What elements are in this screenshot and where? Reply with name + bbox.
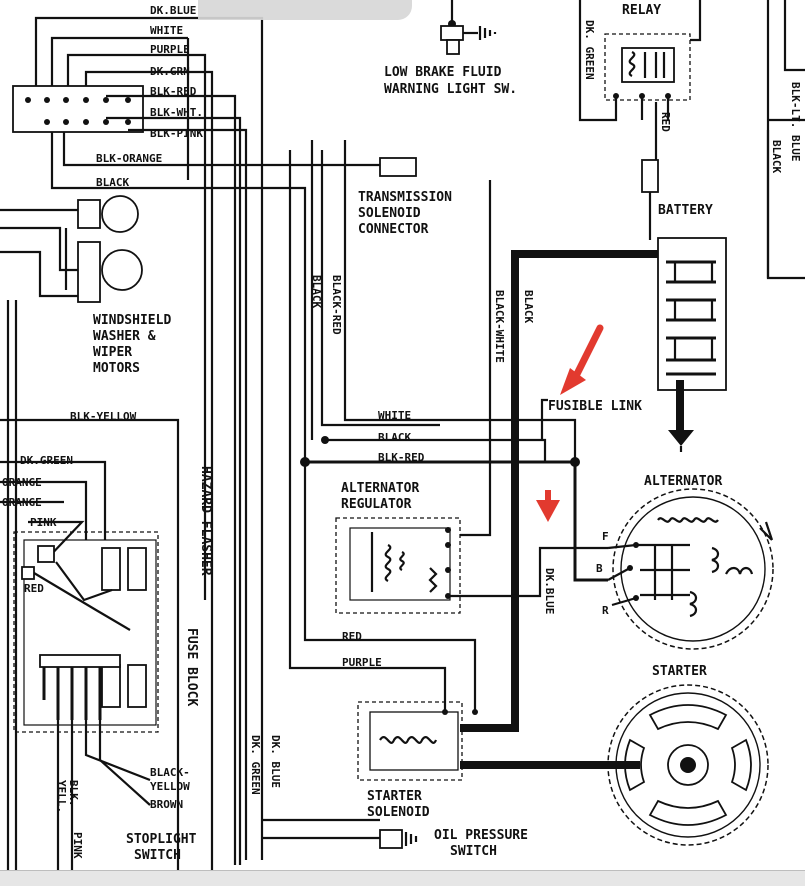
wire-label-purple-top: PURPLE (150, 43, 190, 56)
starter-solenoid-label-1: STARTER (367, 789, 422, 804)
regulator-label-2: REGULATOR (341, 497, 412, 512)
windshield-label-1: WINDSHIELD (93, 313, 171, 328)
wire-label-black-mid: BLACK (378, 431, 411, 444)
wire-label-dk-blue-low: DK. BLUE (269, 735, 282, 788)
alternator-label: ALTERNATOR (644, 474, 722, 489)
low-brake-switch (440, 0, 497, 55)
windshield-label-2: WASHER & (93, 329, 156, 344)
oil-pressure-label-1: OIL PRESSURE (434, 828, 528, 843)
wire-label-red-relay: RED (659, 112, 672, 132)
wire-label-black-yellow-1: BLACK- (150, 766, 190, 779)
alternator-terminal-r: R (602, 604, 609, 617)
wire-label-dk-green-relay: DK. GREEN (583, 20, 596, 80)
wire-label-orange-1: ORANGE (2, 476, 42, 489)
wire-label-blk-pink-top: BLK-PINK (150, 127, 203, 140)
wire-label-black-white-vert: BLACK-WHITE (493, 290, 506, 363)
alternator-terminal-b: B (596, 562, 603, 575)
wire-label-blk-wht-top: BLK-WHT. (150, 106, 203, 119)
wire-label-black-vert: BLACK (522, 290, 535, 323)
alternator-terminal-f: F (602, 530, 609, 543)
battery-label: BATTERY (658, 203, 713, 218)
oil-pressure-switch (262, 829, 418, 849)
wire-label-black-yellow-2: YELLOW (150, 780, 190, 793)
transmission-label-2: SOLENOID (358, 206, 421, 221)
viewer-status-strip (0, 870, 805, 886)
wire-label-white-top: WHITE (150, 24, 183, 37)
wire-label-black-top: BLACK (96, 176, 129, 189)
wire-label-black-right: BLACK (770, 140, 783, 173)
wire-label-blk-orange: BLK-ORANGE (96, 152, 162, 165)
wire-label-dk-blue-alt: DK.BLUE (543, 568, 556, 614)
wire-label-purple-low: PURPLE (342, 656, 382, 669)
windshield-label-3: WIPER (93, 345, 132, 360)
wire-label-blk-yellow: BLK-YELLOW (70, 410, 137, 423)
fusible-link-leader (540, 398, 548, 440)
stoplight-wires (56, 720, 151, 870)
wire-label-dk-green-left: DK.GREEN (20, 454, 73, 467)
wire-label-pink: PINK (30, 516, 57, 529)
fuse-block (13, 531, 159, 733)
starter-solenoid-label-2: SOLENOID (367, 805, 430, 820)
fusible-link-label: FUSIBLE LINK (548, 399, 642, 414)
oil-pressure-label-2: SWITCH (450, 844, 497, 859)
wire-label-pink-low: PINK (71, 832, 84, 859)
wire-label-dk-green-low: DK. GREEN (249, 735, 262, 795)
low-brake-label-1: LOW BRAKE FLUID (384, 65, 502, 80)
fuse-block-label: FUSE BLOCK (184, 628, 199, 706)
starter-solenoid (262, 701, 640, 822)
wire-label-blk-yell-1: BLK. (67, 780, 80, 807)
middle-bus-wires (288, 140, 608, 712)
wire-label-orange-2: ORANGE (2, 496, 42, 509)
starter-label: STARTER (652, 664, 707, 679)
relay (578, 0, 702, 160)
wire-label-brown: BROWN (150, 798, 183, 811)
transmission-label-3: CONNECTOR (358, 222, 429, 237)
wire-label-blk-yell-2: YELL. (55, 780, 68, 813)
hazard-flasher-label: HAZARD FLASHER (198, 466, 213, 576)
viewer-toolbar[interactable] (198, 0, 412, 20)
top-harness-wires (34, 16, 440, 870)
black-white-wire (460, 180, 492, 537)
stoplight-label-2: SWITCH (134, 848, 181, 863)
low-brake-label-2: WARNING LIGHT SW. (384, 82, 517, 97)
blk-yellow-wire (0, 418, 180, 870)
relay-label: RELAY (622, 3, 661, 18)
battery (657, 237, 727, 452)
alternator (607, 488, 774, 650)
windshield-label-4: MOTORS (93, 361, 140, 376)
transmission-label-1: TRANSMISSION (358, 190, 452, 205)
hazard-wires (0, 460, 107, 561)
left-edge-wires (6, 300, 18, 870)
wire-label-black-vert2: BLACK (310, 275, 323, 308)
wire-label-blk-red-mid: BLK-RED (378, 451, 425, 464)
stoplight-label-1: STOPLIGHT (126, 832, 197, 847)
wire-label-blk-lt-blue: BLK-LT. BLUE (789, 82, 802, 161)
windshield-motors (0, 195, 143, 303)
wire-label-red-left: RED (24, 582, 44, 595)
regulator-label-1: ALTERNATOR (341, 481, 419, 496)
relay-fusible-link (641, 159, 659, 193)
right-wire-2 (783, 0, 805, 72)
alternator-regulator (335, 517, 608, 614)
wire-label-black-red-vert: BLACK-RED (330, 275, 343, 335)
red-arrow-upper (560, 324, 604, 395)
wire-label-blk-red-top: BLK-RED (150, 85, 197, 98)
harness-connector (12, 85, 144, 133)
wire-label-white-mid: WHITE (378, 409, 411, 422)
red-arrow-lower (536, 490, 560, 522)
wire-label-dk-grn-top: DK.GRN (150, 65, 190, 78)
battery-main-cable (460, 250, 658, 732)
wire-label-dk-blue-top: DK.BLUE (150, 4, 196, 17)
wire-label-red-low: RED (342, 630, 362, 643)
transmission-connector (379, 157, 417, 177)
